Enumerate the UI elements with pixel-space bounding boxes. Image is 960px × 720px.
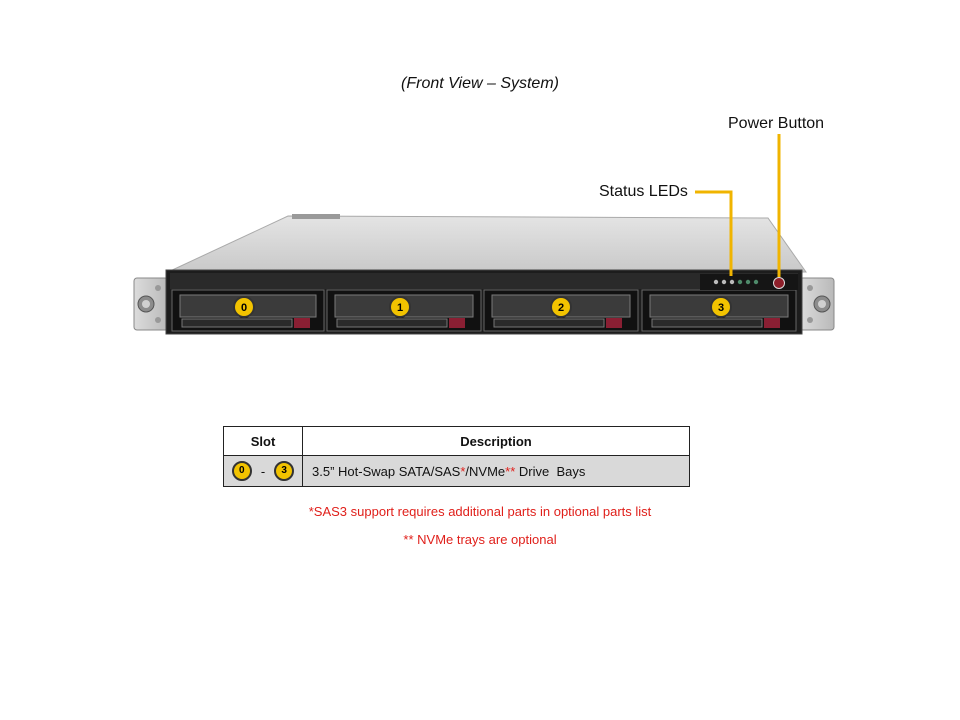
description-text-nvme: /NVMe (465, 463, 506, 479)
description-column-header: Description (302, 426, 690, 456)
right-rack-ear (799, 277, 835, 331)
chassis-top-cover (167, 215, 807, 273)
bay-badge-2: 2 (550, 296, 572, 318)
bay-badge-3: 3 (710, 296, 732, 318)
slot-description-table: Slot Description 0-3 3.5” Hot-Swap SATA/… (223, 426, 690, 487)
description-text-tail: Drive Bays (515, 463, 586, 479)
slot-badge-end: 3 (274, 461, 295, 481)
server-front-view: 0 1 2 3 (133, 134, 835, 335)
chassis-top-label (292, 214, 340, 219)
status-led (721, 279, 727, 285)
power-button-callout: Power Button (728, 115, 825, 132)
control-panel (700, 274, 798, 290)
bay-badge-label: 2 (558, 302, 564, 314)
description-text: 3.5” Hot-Swap SATA/SAS (312, 463, 461, 479)
status-led (713, 279, 719, 285)
figure-caption: (Front View – System) (401, 75, 559, 92)
sas3-footnote: *SAS3 support requires additional parts … (308, 504, 652, 519)
description-cell: 3.5” Hot-Swap SATA/SAS*/NVMe** Drive Bay… (302, 455, 690, 487)
sas-footnote-mark: * (460, 463, 466, 479)
slot-range-cell: 0-3 (223, 455, 303, 487)
status-leds-callout: Status LEDs (599, 183, 688, 200)
bay-badge-0: 0 (233, 296, 255, 318)
slot-range-separator: - (260, 463, 266, 479)
slot-badge-start: 0 (231, 461, 252, 481)
status-led (729, 279, 735, 285)
nvme-footnote: ** NVMe trays are optional (403, 532, 557, 547)
table-header-row: Slot Description (223, 426, 690, 456)
front-panel-vent-strip (170, 273, 798, 289)
slot-column-header: Slot (223, 426, 303, 456)
nvme-footnote-mark: ** (505, 463, 516, 479)
bay-badge-label: 1 (397, 302, 403, 314)
status-led (745, 279, 751, 285)
bay-badge-label: 0 (241, 302, 247, 314)
status-leds-leader-line (695, 190, 733, 276)
status-led (753, 279, 759, 285)
bay-badge-1: 1 (389, 296, 411, 318)
status-led (737, 279, 743, 285)
left-rack-ear (133, 277, 169, 331)
table-row: 0-3 3.5” Hot-Swap SATA/SAS*/NVMe** Drive… (223, 455, 690, 487)
bay-badge-label: 3 (718, 302, 724, 314)
power-button-control (773, 277, 785, 289)
